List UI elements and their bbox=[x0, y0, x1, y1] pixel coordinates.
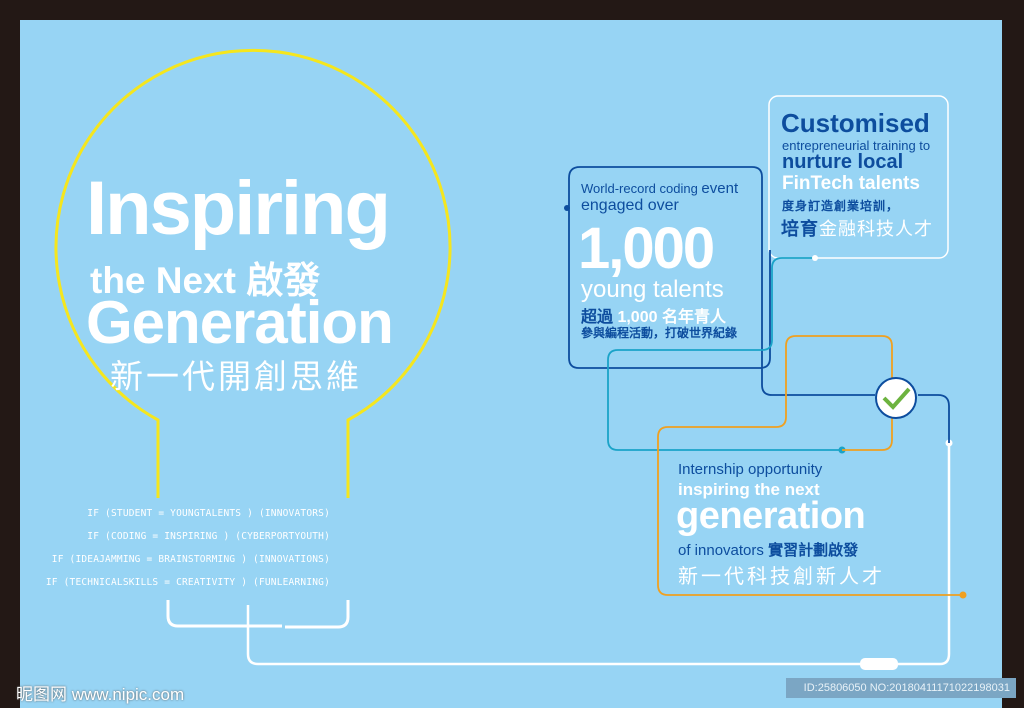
poster: Inspiring the Next 啟發 Generation 新一代開創思維… bbox=[20, 20, 1002, 708]
training-line1: entrepreneurial training to bbox=[782, 138, 931, 153]
training-zh1: 度身訂造創業培訓， bbox=[782, 199, 900, 213]
training-line3: FinTech talents bbox=[782, 173, 920, 194]
coding-zh-1b: 1,000 名年青人 bbox=[617, 309, 726, 326]
bulb-outline bbox=[54, 49, 452, 498]
headline-generation: Generation bbox=[86, 289, 394, 356]
white-cable bbox=[246, 443, 951, 666]
coding-zh-2: 參與編程活動，打破世界紀錄 bbox=[581, 326, 738, 340]
code-line: IF (CODING = INSPIRING ) (CYBERPORTYOUTH… bbox=[87, 531, 330, 542]
watermark-site: 昵图网 www.nipic.com bbox=[16, 685, 185, 704]
coding-text-event: event bbox=[701, 180, 739, 197]
training-zh2a: 培育 bbox=[781, 219, 819, 239]
coding-zh-1a: 超過 bbox=[581, 309, 618, 326]
coding-young-talents: young talents bbox=[581, 276, 724, 303]
code-line: IF (IDEAJAMMING = BRAINSTORMING ) (INNOV… bbox=[51, 554, 330, 565]
code-line: IF (TECHNICALSKILLS = CREATIVITY ) (FUNL… bbox=[45, 577, 330, 588]
headline-the-next: the Next 啟發 bbox=[90, 260, 321, 301]
connector-lines bbox=[54, 49, 967, 670]
training-box-border bbox=[768, 95, 949, 259]
headline-zh: 新一代開創思維 bbox=[110, 358, 362, 395]
code-line: IF (STUDENT = YOUNGTALENTS ) (INNOVATORS… bbox=[87, 508, 330, 519]
training-line2: nurture local bbox=[782, 151, 904, 173]
intern-line2: inspiring the next bbox=[678, 480, 820, 499]
bulb-base-left bbox=[166, 600, 282, 628]
coding-number: 1,000 bbox=[578, 216, 715, 281]
teal-line bbox=[607, 257, 842, 451]
bulb-base-right bbox=[285, 600, 350, 629]
training-zh2b: 金融科技人才 bbox=[819, 219, 933, 239]
training-title: Customised bbox=[781, 108, 930, 138]
coding-engaged: engaged over bbox=[581, 197, 679, 214]
checkmark-icon bbox=[875, 377, 917, 419]
coding-box-border bbox=[568, 166, 875, 396]
intern-line4b: 實習計劃啟發 bbox=[768, 542, 859, 559]
cable-plug bbox=[860, 658, 898, 670]
intern-zh2: 新一代科技創新人才 bbox=[678, 566, 885, 588]
coding-text: World-record coding bbox=[581, 181, 702, 196]
intern-line1: Internship opportunity bbox=[678, 461, 823, 478]
orange-line bbox=[657, 335, 963, 596]
headline-inspiring: Inspiring bbox=[86, 166, 391, 251]
intern-line3: generation bbox=[676, 495, 866, 537]
watermark-id: ID:25806050 NO:20180411171022198031 bbox=[786, 678, 1016, 698]
intern-line4a: of innovators bbox=[678, 542, 769, 559]
